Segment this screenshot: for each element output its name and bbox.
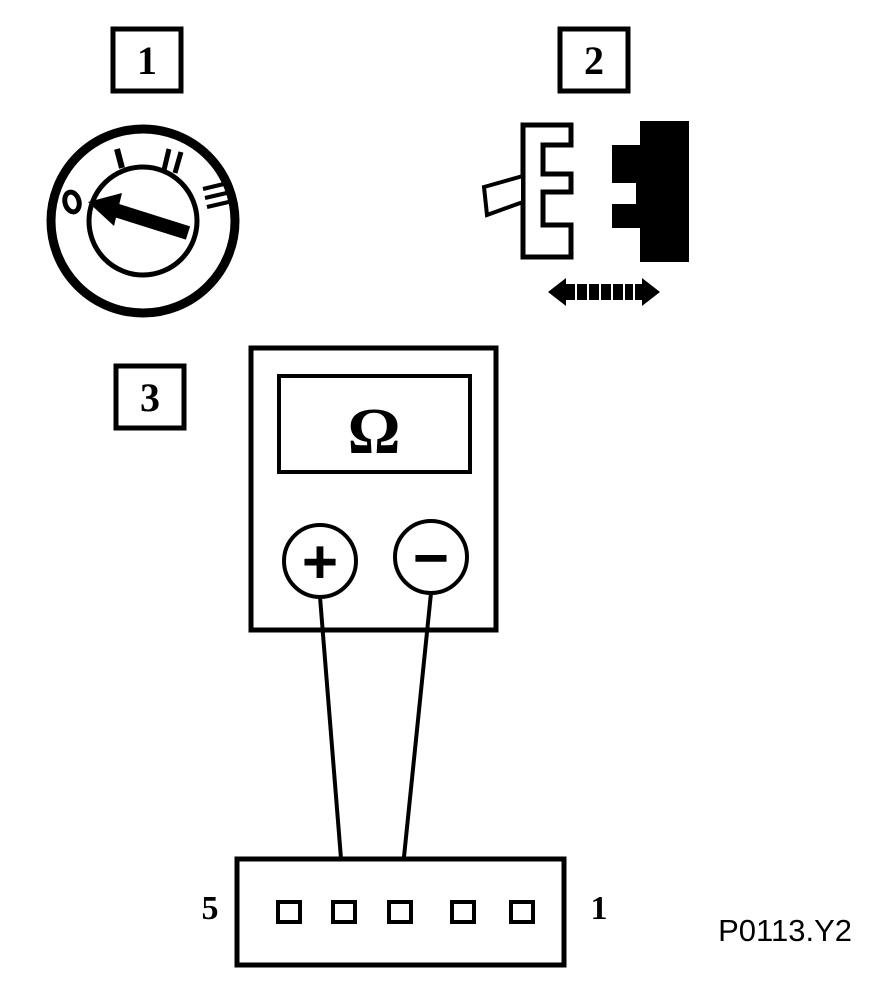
connector-right-pin-label: 1 <box>591 890 608 927</box>
ignition-switch-icon <box>46 124 240 318</box>
probe-lead-plus <box>318 596 346 897</box>
ignition-position-1-mark <box>114 148 125 169</box>
connector-pins <box>276 900 535 924</box>
meter-display <box>277 374 472 474</box>
step-1-badge: 1 <box>110 26 184 94</box>
connector-pin <box>450 900 476 924</box>
meter-display-symbol: Ω <box>348 395 401 468</box>
step-1-number: 1 <box>137 38 157 83</box>
connector-pin <box>331 900 357 924</box>
connector-left-pin-label: 5 <box>202 890 219 927</box>
ignition-position-3-mark <box>202 181 234 209</box>
minus-symbol: − <box>413 524 449 593</box>
ignition-position-0-mark <box>62 189 82 215</box>
step-3-number: 3 <box>140 375 160 420</box>
connector-pin <box>509 900 535 924</box>
probe-lead-minus <box>398 592 433 897</box>
reference-code: P0113.Y2 <box>718 913 852 948</box>
connector-pin <box>276 900 302 924</box>
meter-minus-terminal: − <box>393 519 469 595</box>
plus-symbol: + <box>302 528 338 597</box>
step-2-number: 2 <box>584 38 604 83</box>
double-arrow-icon <box>548 278 660 306</box>
step-2-badge: 2 <box>557 26 631 94</box>
ignition-position-2-mark <box>161 148 184 174</box>
ohmmeter-icon: Ω + − <box>248 345 499 633</box>
meter-plus-terminal: + <box>282 523 358 599</box>
ignition-pointer-arrow <box>88 193 191 240</box>
step-3-badge: 3 <box>113 363 187 431</box>
connector-pin <box>387 900 413 924</box>
wiring-connector <box>234 856 567 968</box>
connector-disconnect-icon <box>481 121 689 306</box>
